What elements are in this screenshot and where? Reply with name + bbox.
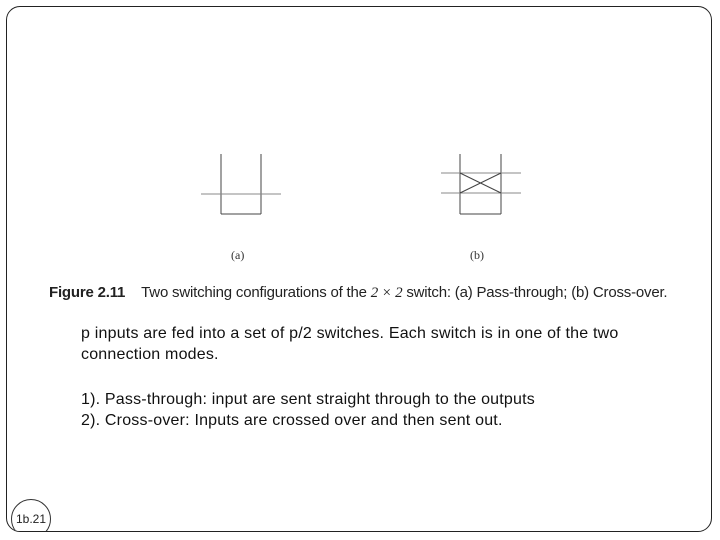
figure-caption: Figure 2.11 Two switching configurations … (49, 284, 668, 302)
switch-diagrams (201, 154, 521, 215)
list-item-pass-through: 1). Pass-through: input are sent straigh… (81, 391, 535, 408)
pass-through-diagram (201, 154, 281, 215)
cross-over-diagram (441, 154, 521, 215)
caption-text-before: Two switching configurations of the (141, 284, 371, 301)
sub-label-b: (b) (470, 248, 484, 262)
caption-number: Figure 2.11 (49, 284, 126, 301)
slide: (a) (b) Figure 2.11 Two switching configu… (6, 6, 712, 532)
page-number-badge: 1b.21 (11, 499, 51, 531)
caption-math: 2 × 2 (370, 285, 403, 301)
list-item-cross-over: 2). Cross-over: Inputs are crossed over … (81, 412, 503, 429)
caption-text-after: switch: (a) Pass-through; (b) Cross-over… (402, 284, 668, 301)
sub-label-a: (a) (231, 248, 245, 262)
body-paragraph: p inputs are fed into a set of p/2 switc… (81, 325, 619, 363)
